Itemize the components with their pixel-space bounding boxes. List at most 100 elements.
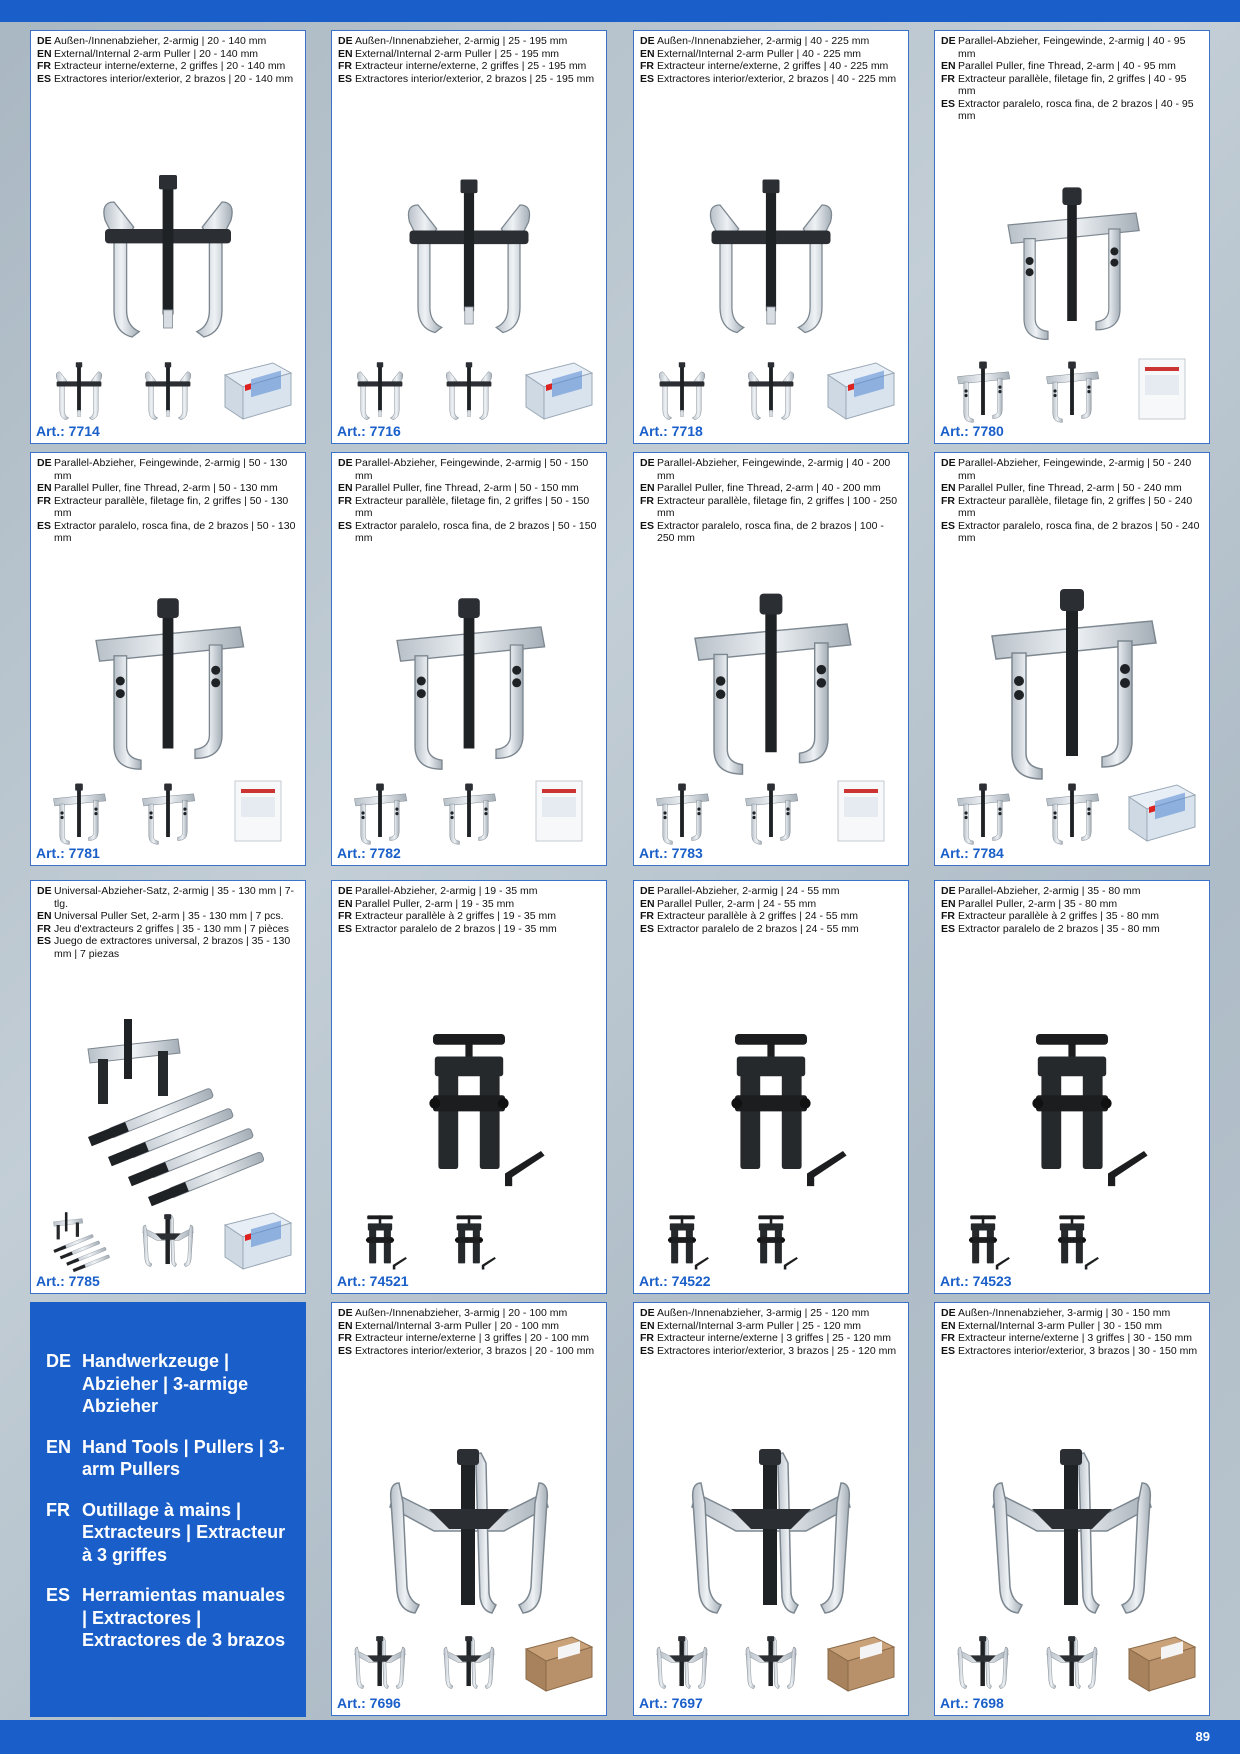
thumbnail-2[interactable] (429, 355, 509, 423)
product-image[interactable] (31, 578, 305, 783)
thumbnail-packaging[interactable] (518, 777, 598, 845)
desc-text: External/Internal 2-arm Puller | 25 - 19… (355, 47, 560, 60)
thumbnail-1[interactable] (340, 777, 420, 845)
product-image[interactable] (31, 151, 305, 361)
thumbnail-2[interactable] (1032, 355, 1112, 423)
thumbnail-1[interactable] (642, 355, 722, 423)
thumbnail-3[interactable] (1121, 1205, 1201, 1273)
thumbnail-2[interactable] (731, 1627, 811, 1695)
lang-code: ES (338, 1344, 353, 1357)
thumbnail-packaging[interactable] (518, 1627, 598, 1695)
thumbnail-2[interactable] (128, 355, 208, 423)
thumbnail-2[interactable] (429, 1205, 509, 1273)
thumbnail-1[interactable] (943, 355, 1023, 423)
product-image[interactable] (31, 1006, 305, 1211)
thumbnail-2[interactable] (128, 1205, 208, 1273)
thumbnail-1[interactable] (340, 355, 420, 423)
product-image[interactable] (634, 1001, 908, 1211)
thumbnail-2[interactable] (731, 777, 811, 845)
product-image[interactable] (634, 578, 908, 783)
thumbnail-packaging[interactable] (518, 355, 598, 423)
desc-text: Extracteur parallèle à 2 griffes | 19 - … (355, 910, 556, 922)
desc-text: Parallel-Abzieher, Feingewinde, 2-armig … (657, 457, 891, 482)
product-image[interactable] (332, 1433, 606, 1633)
thumbnail-1[interactable] (642, 777, 722, 845)
thumbnail-3[interactable] (820, 1205, 900, 1273)
product-image[interactable] (935, 578, 1209, 783)
product-image[interactable] (935, 1433, 1209, 1633)
product-image[interactable] (332, 1001, 606, 1211)
thumbnail-packaging[interactable] (217, 777, 297, 845)
thumbnail-2[interactable] (429, 1627, 509, 1695)
thumbnail-packaging[interactable] (820, 1627, 900, 1695)
lang-code: FR (37, 60, 51, 72)
thumbnail-packaging[interactable] (217, 1205, 297, 1273)
thumbnail-packaging[interactable] (820, 777, 900, 845)
lang-code: FR (941, 494, 955, 507)
product-image[interactable] (634, 1433, 908, 1633)
lang-code: DE (941, 1307, 956, 1319)
thumbnail-1[interactable] (340, 1205, 420, 1273)
desc-text: Extracteur interne/externe, 2 griffes | … (355, 60, 587, 72)
thumbnail-packaging[interactable] (1121, 1627, 1201, 1695)
thumbnail-2[interactable] (1032, 1205, 1112, 1273)
thumbnail-1[interactable] (39, 355, 119, 423)
thumbnail-1[interactable] (943, 1205, 1023, 1273)
thumbnail-2[interactable] (1032, 1627, 1112, 1695)
thumbnail-row (943, 775, 1201, 845)
desc-text: Außen-/Innenabzieher, 3-armig | 20 - 100… (355, 1307, 568, 1319)
thumbnail-3[interactable] (518, 1205, 598, 1273)
product-image[interactable] (935, 1001, 1209, 1211)
desc-text: Extracteur interne/externe, 2 griffes | … (54, 60, 286, 72)
thumbnail-2[interactable] (128, 777, 208, 845)
product-image[interactable] (332, 151, 606, 361)
thumbnail-row (642, 775, 900, 845)
article-number: Art.: 7780 (940, 423, 1004, 439)
desc-text: Außen-/Innenabzieher, 2-armig | 25 - 195… (355, 35, 568, 47)
thumbnail-packaging[interactable] (1121, 355, 1201, 423)
thumbnail-1[interactable] (642, 1627, 722, 1695)
thumbnail-packaging[interactable] (1121, 777, 1201, 845)
product-image[interactable] (935, 161, 1209, 361)
desc-text: Extracteur interne/externe | 3 griffes |… (958, 1332, 1193, 1344)
product-image[interactable] (332, 578, 606, 783)
thumbnail-packaging[interactable] (217, 355, 297, 423)
desc-text: Parallel-Abzieher, Feingewinde, 2-armig … (958, 457, 1192, 482)
product-image[interactable] (634, 151, 908, 361)
desc-text: Extractores interior/exterior, 3 brazos … (355, 1344, 595, 1357)
thumbnail-1[interactable] (642, 1205, 722, 1273)
thumbnail-2[interactable] (731, 355, 811, 423)
thumbnail-2[interactable] (1032, 777, 1112, 845)
thumbnail-2[interactable] (731, 1205, 811, 1273)
thumbnail-1[interactable] (340, 1627, 420, 1695)
thumbnail-packaging[interactable] (820, 355, 900, 423)
thumbnail-1[interactable] (943, 777, 1023, 845)
thumbnail-2[interactable] (429, 777, 509, 845)
category-text: Handwerkzeuge | Abzieher | 3-armige Abzi… (82, 1351, 249, 1416)
article-number: Art.: 7697 (639, 1695, 703, 1711)
thumbnail-1[interactable] (39, 1205, 119, 1273)
thumbnail-1[interactable] (943, 1627, 1023, 1695)
desc-text: External/Internal 3-arm Puller | 20 - 10… (355, 1319, 560, 1332)
thumbnail-1[interactable] (39, 777, 119, 845)
desc-text: Universal Puller Set, 2-arm | 35 - 130 m… (54, 910, 284, 922)
desc-text: Extracteur interne/externe | 3 griffes |… (355, 1332, 590, 1344)
